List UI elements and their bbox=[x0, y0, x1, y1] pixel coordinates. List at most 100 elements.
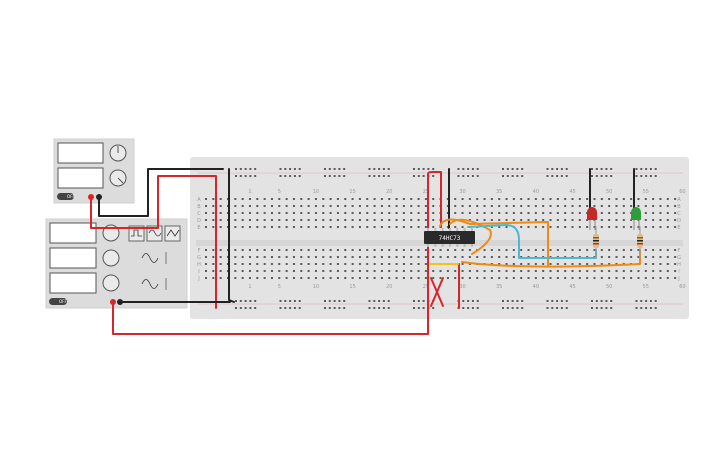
hole[interactable] bbox=[256, 256, 259, 258]
rail-hole[interactable] bbox=[600, 307, 603, 309]
hole[interactable] bbox=[417, 212, 420, 214]
hole[interactable] bbox=[410, 277, 413, 279]
hole[interactable] bbox=[248, 249, 251, 251]
hole[interactable] bbox=[461, 205, 464, 207]
hole[interactable] bbox=[608, 226, 611, 228]
hole[interactable] bbox=[454, 256, 457, 258]
rail-hole[interactable] bbox=[635, 300, 638, 302]
hole[interactable] bbox=[490, 277, 493, 279]
hole[interactable] bbox=[263, 198, 266, 200]
hole[interactable] bbox=[512, 212, 515, 214]
hole[interactable] bbox=[615, 263, 618, 265]
hole[interactable] bbox=[446, 226, 449, 228]
rail-hole[interactable] bbox=[289, 307, 292, 309]
hole[interactable] bbox=[388, 263, 391, 265]
rail-hole[interactable] bbox=[546, 307, 549, 309]
hole[interactable] bbox=[578, 263, 581, 265]
hole[interactable] bbox=[520, 219, 523, 221]
rail-hole[interactable] bbox=[635, 307, 638, 309]
rail-hole[interactable] bbox=[649, 168, 652, 170]
rail-hole[interactable] bbox=[560, 175, 563, 177]
hole[interactable] bbox=[395, 277, 398, 279]
hole[interactable] bbox=[395, 219, 398, 221]
hole[interactable] bbox=[241, 219, 244, 221]
black-wire-power-to-rail[interactable] bbox=[98, 168, 224, 217]
hole[interactable] bbox=[410, 256, 413, 258]
hole[interactable] bbox=[652, 256, 655, 258]
hole[interactable] bbox=[571, 198, 574, 200]
hole[interactable] bbox=[468, 256, 471, 258]
rail-hole[interactable] bbox=[239, 307, 242, 309]
hole[interactable] bbox=[212, 256, 215, 258]
hole[interactable] bbox=[292, 226, 295, 228]
hole[interactable] bbox=[373, 256, 376, 258]
hole[interactable] bbox=[373, 226, 376, 228]
hole[interactable] bbox=[534, 198, 537, 200]
hole[interactable] bbox=[520, 226, 523, 228]
black-wire-rail-vertical[interactable] bbox=[228, 168, 235, 303]
rail-hole[interactable] bbox=[284, 168, 287, 170]
hole[interactable] bbox=[461, 226, 464, 228]
hole[interactable] bbox=[212, 277, 215, 279]
hole[interactable] bbox=[564, 270, 567, 272]
rail-hole[interactable] bbox=[610, 168, 613, 170]
hole[interactable] bbox=[498, 212, 501, 214]
hole[interactable] bbox=[300, 263, 303, 265]
hole[interactable] bbox=[512, 219, 515, 221]
hole[interactable] bbox=[205, 256, 207, 258]
rail-hole[interactable] bbox=[649, 175, 652, 177]
hole[interactable] bbox=[608, 212, 611, 214]
hole[interactable] bbox=[666, 198, 669, 200]
hole[interactable] bbox=[659, 219, 662, 221]
hole[interactable] bbox=[674, 219, 677, 221]
hole[interactable] bbox=[424, 198, 427, 200]
hole[interactable] bbox=[637, 256, 640, 258]
hole[interactable] bbox=[278, 226, 281, 228]
hole[interactable] bbox=[490, 270, 493, 272]
hole[interactable] bbox=[410, 270, 413, 272]
hole[interactable] bbox=[205, 205, 207, 207]
hole[interactable] bbox=[593, 277, 596, 279]
hole[interactable] bbox=[490, 212, 493, 214]
rail-hole[interactable] bbox=[289, 300, 292, 302]
hole[interactable] bbox=[659, 249, 662, 251]
rail-hole[interactable] bbox=[298, 175, 301, 177]
hole[interactable] bbox=[388, 277, 391, 279]
hole[interactable] bbox=[468, 277, 471, 279]
hole[interactable] bbox=[659, 270, 662, 272]
hole[interactable] bbox=[461, 249, 464, 251]
rail-hole[interactable] bbox=[249, 175, 252, 177]
hole[interactable] bbox=[483, 249, 486, 251]
hole[interactable] bbox=[263, 205, 266, 207]
hole[interactable] bbox=[314, 205, 317, 207]
rail-hole[interactable] bbox=[333, 307, 336, 309]
hole[interactable] bbox=[556, 205, 559, 207]
hole[interactable] bbox=[248, 270, 251, 272]
hole[interactable] bbox=[417, 277, 420, 279]
resistor-green-led[interactable] bbox=[637, 226, 643, 257]
hole[interactable] bbox=[468, 263, 471, 265]
hole[interactable] bbox=[674, 198, 677, 200]
rail-hole[interactable] bbox=[413, 168, 415, 170]
hole[interactable] bbox=[674, 249, 677, 251]
hole[interactable] bbox=[219, 198, 222, 200]
hole[interactable] bbox=[402, 249, 405, 251]
hole[interactable] bbox=[564, 277, 567, 279]
rail-hole[interactable] bbox=[413, 307, 415, 309]
hole[interactable] bbox=[248, 219, 251, 221]
hole[interactable] bbox=[439, 256, 442, 258]
rail-hole[interactable] bbox=[343, 175, 346, 177]
hole[interactable] bbox=[307, 205, 310, 207]
hole[interactable] bbox=[615, 212, 618, 214]
hole[interactable] bbox=[424, 263, 427, 265]
hole[interactable] bbox=[549, 219, 552, 221]
hole[interactable] bbox=[395, 226, 398, 228]
rail-hole[interactable] bbox=[338, 300, 341, 302]
hole[interactable] bbox=[644, 205, 647, 207]
hole[interactable] bbox=[564, 219, 567, 221]
hole[interactable] bbox=[322, 198, 325, 200]
rail-hole[interactable] bbox=[422, 307, 425, 309]
hole[interactable] bbox=[358, 249, 361, 251]
hole[interactable] bbox=[263, 270, 266, 272]
hole[interactable] bbox=[468, 270, 471, 272]
